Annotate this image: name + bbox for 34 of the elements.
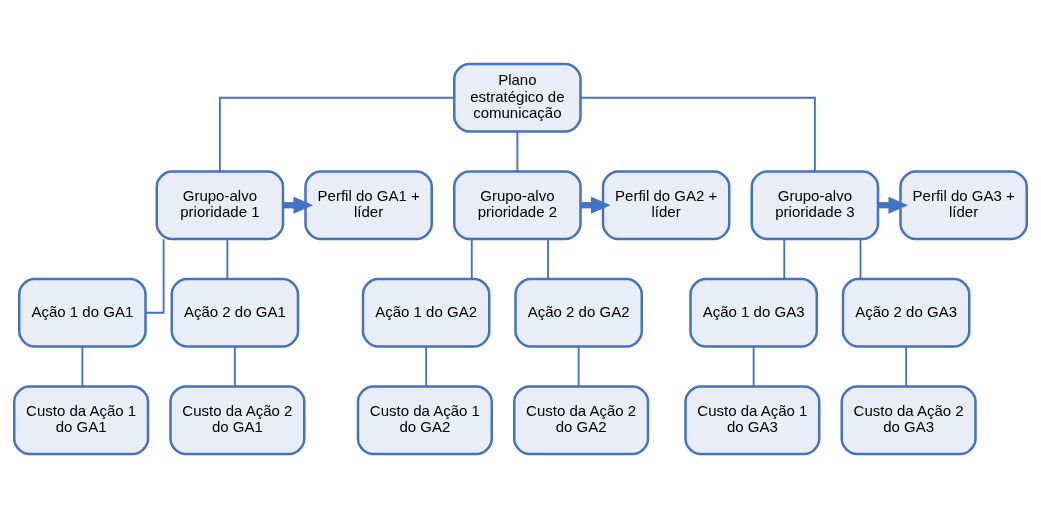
node-box: Grupo-alvo prioridade 1	[155, 170, 285, 241]
connector	[425, 345, 428, 388]
node-box: Custo da Ação 2 do GA2	[513, 385, 650, 456]
node-box: Plano estratégico de comunicação	[453, 62, 582, 133]
connector	[233, 345, 236, 388]
node-box: Ação 2 do GA3	[841, 277, 971, 348]
connector	[577, 345, 580, 388]
connector	[752, 345, 755, 388]
node-box: Perfil do GA2 + líder	[601, 170, 731, 241]
connector	[859, 238, 862, 280]
connector	[144, 238, 165, 314]
node-box: Custo da Ação 1 do GA2	[356, 385, 493, 456]
connector	[218, 96, 455, 173]
connector	[81, 345, 84, 388]
node-box: Ação 1 do GA2	[361, 277, 491, 348]
connector	[783, 238, 786, 280]
node-box: Custo da Ação 2 do GA3	[840, 385, 977, 456]
node-box: Custo da Ação 2 do GA1	[169, 385, 306, 456]
node-box: Custo da Ação 1 do GA3	[684, 385, 821, 456]
node-box: Grupo-alvo prioridade 2	[453, 170, 582, 241]
node-box: Perfil do GA1 + líder	[304, 170, 433, 241]
connector	[470, 238, 473, 280]
node-box: Ação 1 do GA1	[18, 277, 147, 348]
node-box: Perfil do GA3 + líder	[899, 170, 1028, 241]
connector	[226, 238, 229, 280]
connector	[905, 345, 908, 388]
node-box: Grupo-alvo prioridade 3	[750, 170, 880, 241]
node-box: Ação 2 do GA1	[170, 277, 300, 348]
connector	[547, 238, 549, 280]
node-box: Custo da Ação 1 do GA1	[13, 385, 150, 456]
connector	[516, 130, 519, 173]
node-box: Ação 2 do GA2	[514, 277, 643, 348]
node-box: Ação 1 do GA3	[689, 277, 818, 348]
connector	[579, 96, 816, 173]
